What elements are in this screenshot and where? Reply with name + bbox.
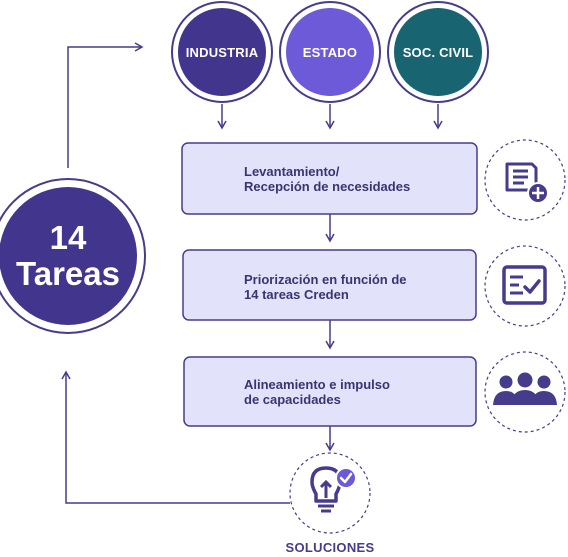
center-line-1: 14 [49, 219, 87, 256]
stakeholder-label-soc-civil: SOC. CIVIL [402, 44, 474, 60]
solutions-label: SOLUCIONES [285, 540, 375, 555]
loop-arrow-bottom [61, 370, 290, 504]
step-text-3: Alineamiento e impulso de capacidades [244, 377, 390, 407]
stakeholder-estado [279, 1, 381, 103]
group-icon [493, 372, 557, 405]
step-text-1: Levantamiento/ Recepción de necesidades [244, 164, 410, 194]
step-text-2: Priorización en función de 14 tareas Cre… [244, 272, 407, 302]
step-2-line-1: Priorización en función de [244, 272, 407, 287]
center-line-2: Tareas [16, 255, 120, 292]
step-1-line-1: Levantamiento/ [244, 164, 340, 179]
step-3-line-1: Alineamiento e impulso [244, 377, 390, 392]
stakeholder-soc-civil [387, 1, 489, 103]
checklist-icon [502, 265, 547, 305]
loop-arrow-top [67, 42, 144, 168]
stakeholder-label-estado: ESTADO [302, 44, 358, 60]
step-2-line-2: 14 tareas Creden [244, 287, 349, 302]
center-label: 14 Tareas [0, 220, 136, 292]
step-3-line-2: de capacidades [244, 392, 341, 407]
lightbulb-check-icon [310, 466, 357, 513]
document-add-icon [505, 162, 549, 204]
step-1-line-2: Recepción de necesidades [244, 179, 411, 194]
center-circle [0, 178, 146, 334]
stakeholder-label-industria: INDUSTRIA [185, 44, 259, 60]
stakeholder-industria [171, 1, 273, 103]
